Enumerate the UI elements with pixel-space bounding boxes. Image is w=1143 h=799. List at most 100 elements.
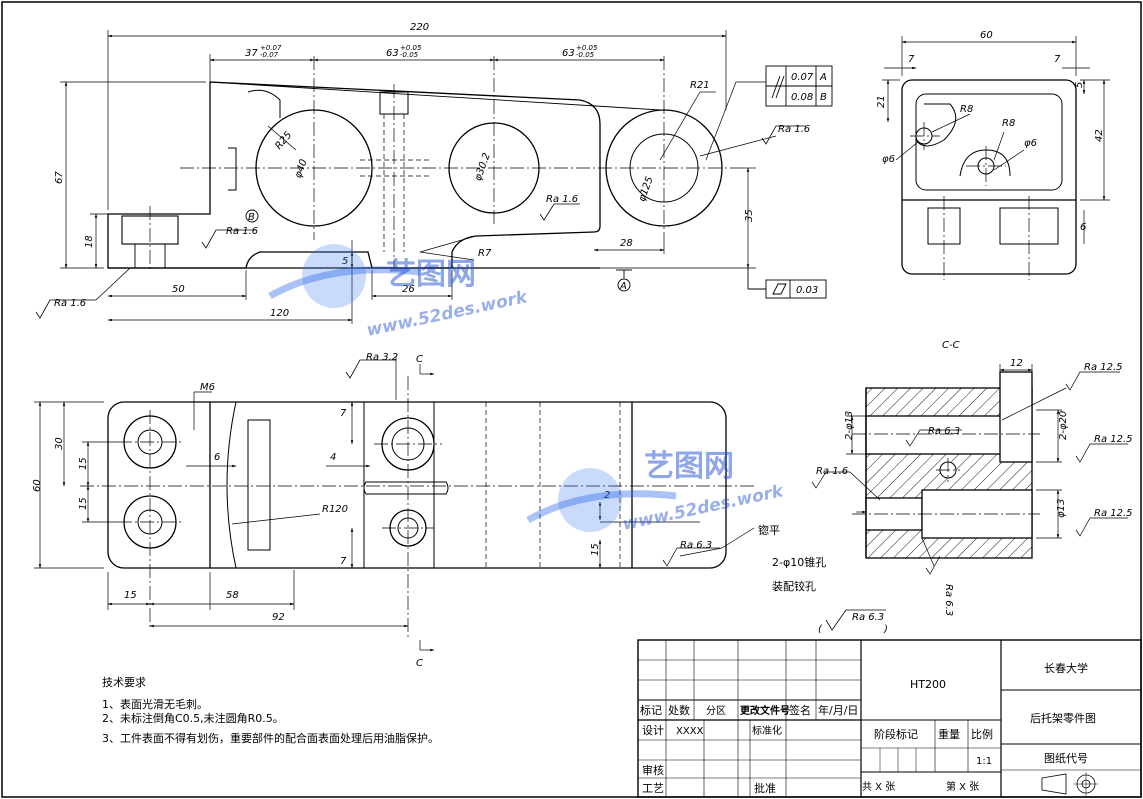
svg-text:重量: 重量 bbox=[938, 727, 960, 741]
svg-text:Ra 1.6: Ra 1.6 bbox=[54, 298, 86, 309]
watermark-1: 艺图网 www.52des.work bbox=[268, 244, 531, 341]
dim-radius-2: R21 bbox=[690, 80, 710, 91]
svg-text:Ra 1.6: Ra 1.6 bbox=[816, 466, 848, 477]
svg-text:锪平: 锪平 bbox=[758, 524, 780, 537]
dim-pitch-3: 63 bbox=[562, 48, 575, 59]
front-dimensions bbox=[60, 30, 777, 324]
svg-text:12: 12 bbox=[1010, 358, 1023, 369]
general-roughness: ( Ra 6.3 ) bbox=[818, 609, 888, 635]
svg-text:(: ( bbox=[818, 624, 823, 635]
svg-text:92: 92 bbox=[272, 612, 285, 623]
svg-text:2-φ10锥孔: 2-φ10锥孔 bbox=[772, 556, 826, 569]
tech-requirements: 技术要求 1、表面光滑无毛刺。 2、未标注倒角C0.5,未注圆角R0.5。 3、… bbox=[102, 676, 439, 745]
svg-text:Ra 3.2: Ra 3.2 bbox=[366, 352, 398, 363]
svg-text:B: B bbox=[820, 92, 827, 103]
svg-text:比例: 比例 bbox=[971, 727, 993, 741]
svg-text:0.08: 0.08 bbox=[791, 92, 813, 103]
svg-text:-0.05: -0.05 bbox=[576, 51, 595, 59]
svg-text:58: 58 bbox=[226, 590, 239, 601]
svg-text:0.07: 0.07 bbox=[791, 72, 814, 83]
svg-text:2-φ13: 2-φ13 bbox=[844, 411, 855, 440]
svg-text:+0.05: +0.05 bbox=[400, 44, 422, 52]
top-dimensions bbox=[34, 356, 755, 652]
svg-text:R120: R120 bbox=[322, 504, 348, 515]
section-dimensions bbox=[811, 364, 1128, 575]
svg-text:): ) bbox=[883, 624, 888, 635]
svg-text:装配铰孔: 装配铰孔 bbox=[772, 579, 816, 593]
svg-text:2、未标注倒角C0.5,未注圆角R0.5。: 2、未标注倒角C0.5,未注圆角R0.5。 bbox=[102, 711, 284, 725]
svg-text:艺图网: 艺图网 bbox=[386, 257, 476, 292]
svg-text:2-φ20: 2-φ20 bbox=[1058, 411, 1069, 440]
svg-text:R8: R8 bbox=[1002, 118, 1015, 129]
material: HT200 bbox=[910, 678, 946, 691]
section-title: C-C bbox=[942, 340, 960, 351]
svg-text:7: 7 bbox=[340, 408, 347, 419]
top-labels: M6 Ra 3.2 C C 60 30 15 15 6 4 7 7 2 15 R… bbox=[32, 352, 826, 669]
datum-a: A bbox=[619, 281, 627, 292]
tolerance-frames bbox=[245, 65, 833, 299]
svg-text:Ra 12.5: Ra 12.5 bbox=[1094, 434, 1133, 445]
dim-center-height: 35 bbox=[744, 209, 755, 222]
drawing-name: 后托架零件图 bbox=[1030, 711, 1096, 725]
svg-text:+0.07: +0.07 bbox=[260, 44, 282, 52]
svg-text:Ra 12.5: Ra 12.5 bbox=[1084, 362, 1123, 373]
front-hidden-lines bbox=[360, 114, 430, 252]
right-labels: 60 7 7 21 5 42 6 R8 R8 φ6 φ6 bbox=[876, 30, 1105, 233]
svg-text:φ13: φ13 bbox=[1056, 499, 1067, 518]
svg-text:7: 7 bbox=[340, 556, 347, 567]
title-block bbox=[637, 639, 1142, 798]
label-thread: M6 bbox=[200, 382, 215, 393]
roughness-symbols-front bbox=[35, 125, 806, 379]
svg-text:1、表面光滑无毛刺。: 1、表面光滑无毛刺。 bbox=[102, 697, 208, 711]
top-view bbox=[107, 401, 727, 569]
svg-text:60: 60 bbox=[32, 479, 43, 492]
svg-text:分区: 分区 bbox=[706, 705, 726, 717]
svg-text:21: 21 bbox=[876, 95, 887, 108]
dim-width-120: 120 bbox=[270, 308, 289, 319]
title-block-text: HT200 长春大学 后托架零件图 图纸代号 标记 处数 分区 更改文件号 签名… bbox=[640, 661, 1096, 795]
svg-text:Ra 6.3: Ra 6.3 bbox=[680, 540, 712, 551]
svg-text:签名: 签名 bbox=[789, 703, 811, 717]
datum-b: B bbox=[248, 212, 255, 223]
dim-base-height: 18 bbox=[84, 235, 95, 248]
svg-text:www.52des.work: www.52des.work bbox=[365, 287, 531, 341]
svg-text:42: 42 bbox=[1094, 129, 1105, 142]
section-mark-top: C bbox=[416, 354, 423, 365]
svg-text:批准: 批准 bbox=[754, 781, 776, 795]
right-centerlines bbox=[910, 122, 1030, 280]
svg-text:15: 15 bbox=[78, 457, 89, 470]
front-labels: 220 37 +0.07 -0.07 63 +0.05 -0.05 63 +0.… bbox=[54, 22, 827, 319]
svg-text:XXXX: XXXX bbox=[676, 726, 704, 737]
dim-overall-length: 220 bbox=[410, 22, 429, 33]
svg-text:φ6: φ6 bbox=[882, 154, 895, 165]
front-centerlines bbox=[149, 56, 740, 272]
dim-height: 67 bbox=[54, 171, 65, 184]
right-dimensions bbox=[882, 36, 1110, 244]
section-centerlines bbox=[852, 433, 1040, 515]
svg-text:图纸代号: 图纸代号 bbox=[1044, 752, 1088, 765]
svg-text:R8: R8 bbox=[960, 104, 973, 115]
svg-text:Ra 1.6: Ra 1.6 bbox=[778, 124, 810, 135]
svg-text:标准化: 标准化 bbox=[752, 724, 782, 737]
svg-text:4: 4 bbox=[330, 452, 336, 463]
top-hidden-lines bbox=[485, 402, 621, 568]
svg-text:Ra 1.6: Ra 1.6 bbox=[226, 226, 258, 237]
dim-bore-1: φ40 bbox=[293, 158, 310, 180]
svg-text:处数: 处数 bbox=[668, 704, 690, 717]
watermark-2: 艺图网 www.52des.work bbox=[526, 449, 787, 535]
company: 长春大学 bbox=[1044, 661, 1088, 675]
svg-text:审核: 审核 bbox=[642, 763, 664, 777]
svg-text:Ra 12.5: Ra 12.5 bbox=[1094, 508, 1133, 519]
svg-text:6: 6 bbox=[1080, 222, 1086, 233]
dim-pitch-1: 37 bbox=[245, 48, 258, 59]
svg-text:-0.07: -0.07 bbox=[260, 51, 279, 59]
svg-text:15: 15 bbox=[590, 543, 601, 556]
svg-text:共 X 张: 共 X 张 bbox=[862, 781, 895, 793]
section-labels: C-C 12 Ra 12.5 Ra 12.5 Ra 12.5 Ra 6.3 Ra… bbox=[816, 340, 1133, 616]
svg-text:-0.05: -0.05 bbox=[400, 51, 419, 59]
top-centerlines bbox=[80, 376, 754, 640]
svg-text:6: 6 bbox=[214, 452, 220, 463]
dim-radius-3: R7 bbox=[478, 248, 492, 259]
svg-text:5: 5 bbox=[1074, 82, 1085, 88]
